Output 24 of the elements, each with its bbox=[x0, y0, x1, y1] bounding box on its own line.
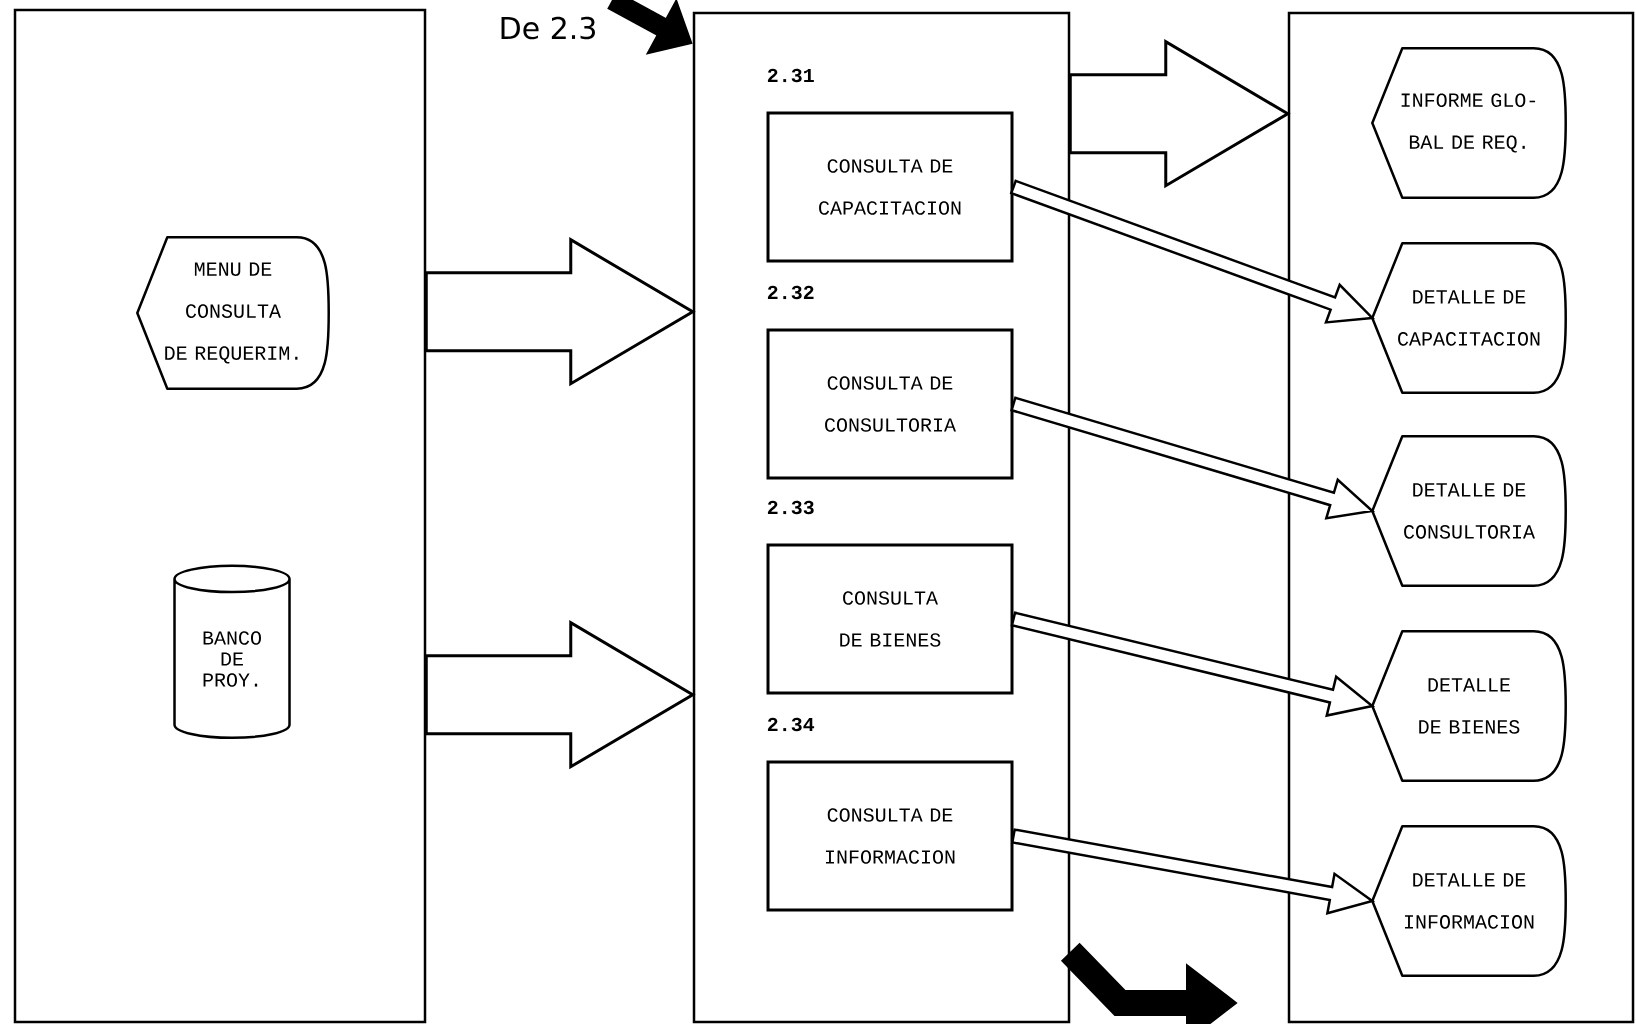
display-hexagon: MENU DE CONSULTA DE REQUERIM. bbox=[136, 236, 330, 390]
display-hexagon: DETALLE DE CONSULTORIA bbox=[1371, 435, 1567, 587]
block-arrow bbox=[1068, 39, 1291, 189]
step-number: 2.31 bbox=[767, 68, 814, 83]
process-box: CONSULTA DE CONSULTORIA bbox=[766, 328, 1014, 480]
display-hexagon: DETALLE DE INFORMACION bbox=[1371, 825, 1567, 977]
block-arrow bbox=[424, 237, 696, 387]
process-box: CONSULTA DE BIENES bbox=[766, 543, 1014, 695]
edge-label: De 2.3 bbox=[496, 14, 600, 42]
column-panel bbox=[692, 11, 1071, 1024]
block-arrow bbox=[1010, 611, 1376, 718]
process-box: CONSULTA DE INFORMACION bbox=[766, 760, 1014, 912]
step-number: 2.32 bbox=[767, 285, 814, 300]
column-panel bbox=[1287, 11, 1635, 1024]
block-arrow bbox=[1010, 396, 1376, 520]
display-hexagon: DETALLE DE CAPACITACION bbox=[1371, 242, 1567, 394]
display-hexagon: INFORME GLO- BAL DE REQ. bbox=[1371, 47, 1567, 199]
column-panel bbox=[13, 8, 427, 1024]
display-hexagon: DETALLE DE BIENES bbox=[1371, 630, 1567, 782]
database-cylinder: BANCO DE PROY. bbox=[173, 564, 291, 740]
block-arrow bbox=[424, 620, 696, 770]
process-box: CONSULTA DE CAPACITACION bbox=[766, 111, 1014, 263]
step-number: 2.34 bbox=[767, 717, 815, 732]
step-number: 2.33 bbox=[767, 500, 814, 515]
